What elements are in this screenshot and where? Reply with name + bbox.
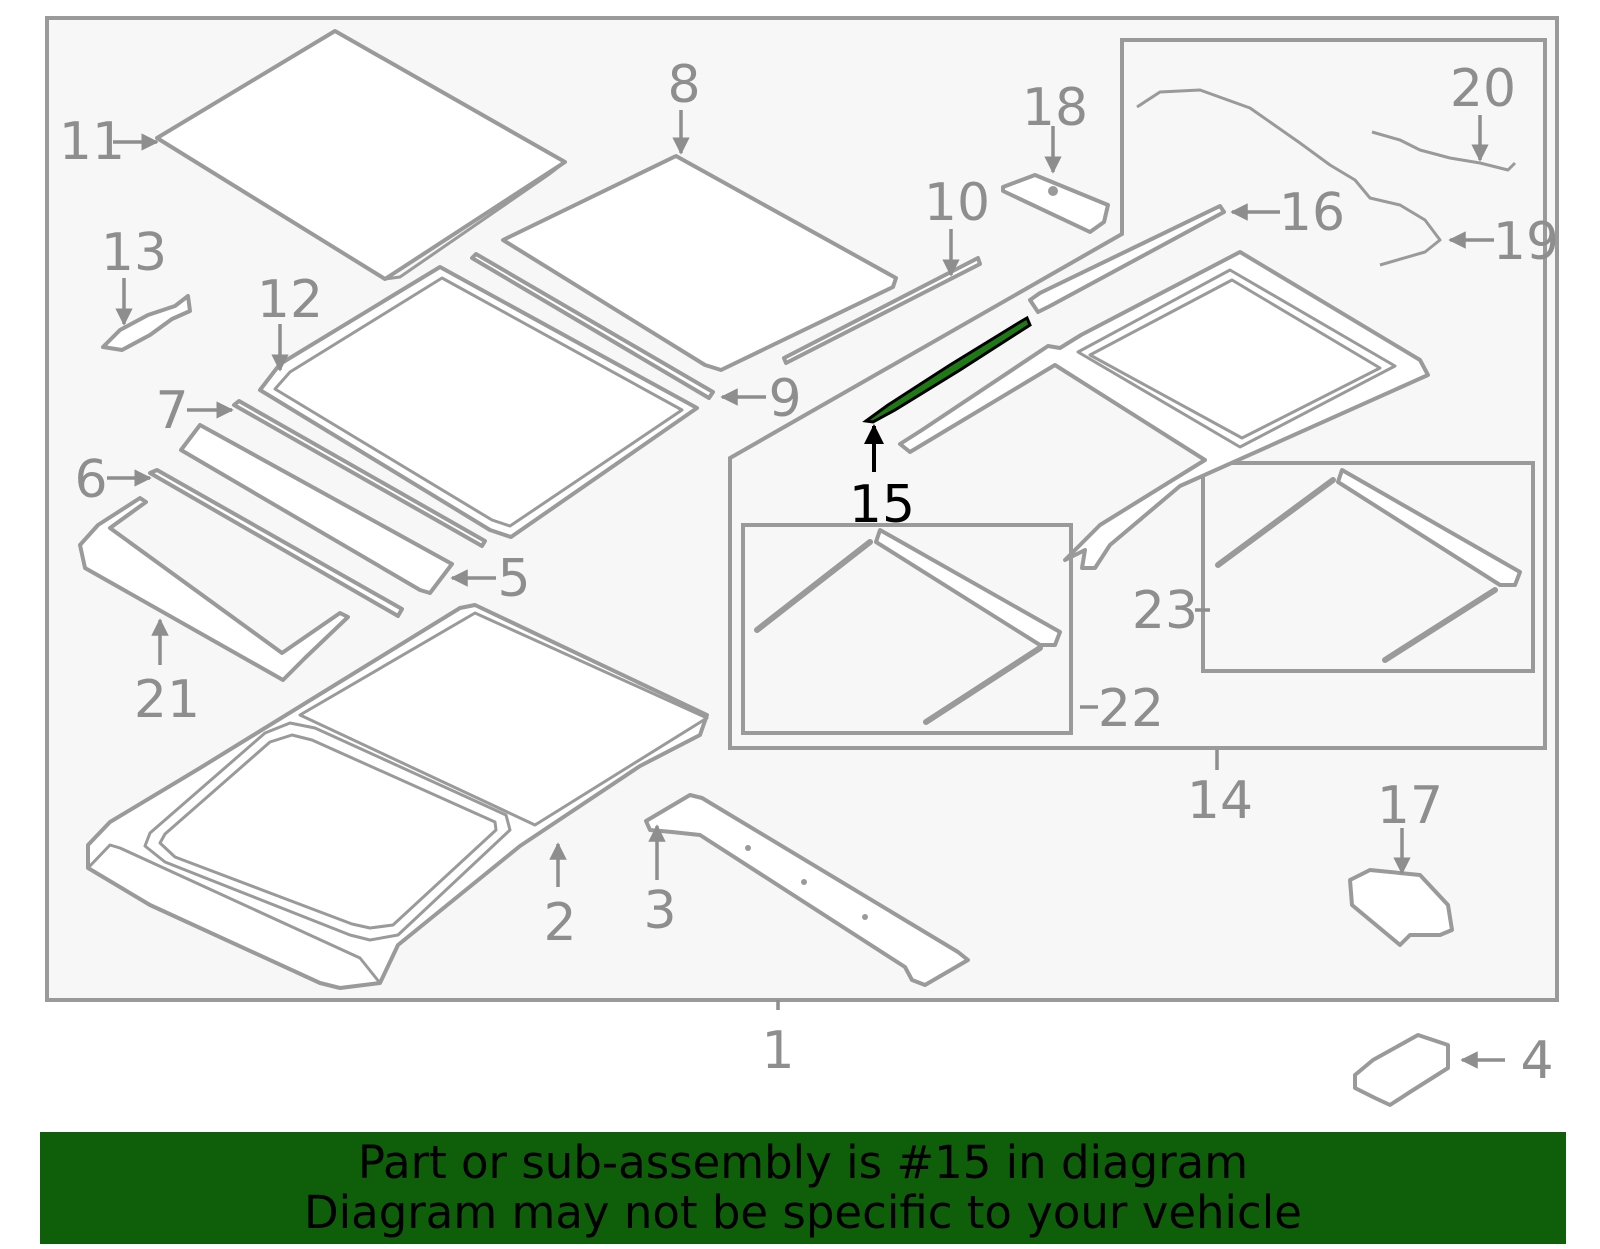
callout-18: 18 — [1022, 78, 1088, 138]
part-15-highlighted-strip — [862, 315, 1032, 424]
callout-12: 12 — [257, 270, 323, 330]
callout-11: 11 — [59, 112, 125, 172]
part-2-sunroof-area — [298, 611, 709, 827]
sub-assembly-23-box — [1201, 461, 1535, 673]
callout-21: 21 — [134, 670, 200, 730]
sub-assembly-22-box — [741, 523, 1073, 735]
callout-2: 2 — [543, 893, 576, 953]
callout-10: 10 — [924, 173, 990, 233]
part-2-opening-inner — [158, 733, 498, 930]
part-18-bracket — [1001, 173, 1110, 234]
part-6-strip — [148, 468, 404, 618]
callout-23: 23 — [1132, 581, 1198, 641]
callout-14: 14 — [1187, 771, 1253, 831]
callout-16: 16 — [1279, 183, 1345, 243]
part-5-deflector — [179, 423, 454, 595]
part-10-strip — [782, 256, 982, 365]
callout-17: 17 — [1377, 776, 1443, 836]
part-14-inner-opening-2 — [1088, 278, 1382, 440]
info-banner: Part or sub-assembly is #15 in diagram D… — [40, 1132, 1566, 1244]
callout-1: 1 — [761, 1021, 794, 1081]
callout-5: 5 — [497, 549, 530, 609]
part-11-edge — [384, 160, 566, 281]
callout-3: 3 — [643, 881, 676, 941]
part-4-bracket — [1353, 1033, 1450, 1107]
part-22-frame — [874, 528, 1062, 647]
sub-assembly-14-box — [728, 38, 1547, 750]
callout-22: 22 — [1098, 679, 1164, 739]
part-14-inner-opening — [1076, 268, 1397, 449]
part-2-front-edge — [86, 843, 382, 984]
part-21-front-panel — [78, 496, 350, 682]
part-7-strip — [232, 399, 487, 548]
part-12-inner — [273, 276, 684, 528]
banner-line-1: Part or sub-assembly is #15 in diagram — [357, 1136, 1249, 1189]
callout-19: 19 — [1493, 212, 1559, 272]
callout-6: 6 — [74, 450, 107, 510]
part-22-rail — [754, 539, 873, 633]
part-23-rail-2 — [1382, 587, 1498, 663]
callout-13: 13 — [101, 223, 167, 283]
callout-15: 15 — [849, 475, 915, 535]
part-2-opening-outer — [143, 721, 512, 942]
part-23-rail — [1215, 477, 1336, 568]
part-13-bracket — [101, 294, 192, 352]
part-20-harness — [1136, 88, 1442, 267]
part-19-harness — [1371, 130, 1517, 172]
callout-7: 7 — [155, 381, 188, 441]
part-22-rail-2 — [923, 645, 1043, 725]
callout-20: 20 — [1450, 59, 1516, 119]
part-3-cross-member — [644, 793, 970, 987]
callout-8: 8 — [667, 55, 700, 115]
part-14-frame-assembly — [898, 250, 1430, 570]
banner-line-2: Diagram may not be specific to your vehi… — [304, 1186, 1302, 1239]
callout-9: 9 — [768, 369, 801, 429]
part-23-frame — [1336, 468, 1522, 587]
callout-4: 4 — [1520, 1031, 1553, 1091]
part-8-glass-panel — [501, 154, 898, 372]
part-9-strip — [470, 252, 715, 400]
part-16-drain-tube — [1028, 204, 1226, 314]
